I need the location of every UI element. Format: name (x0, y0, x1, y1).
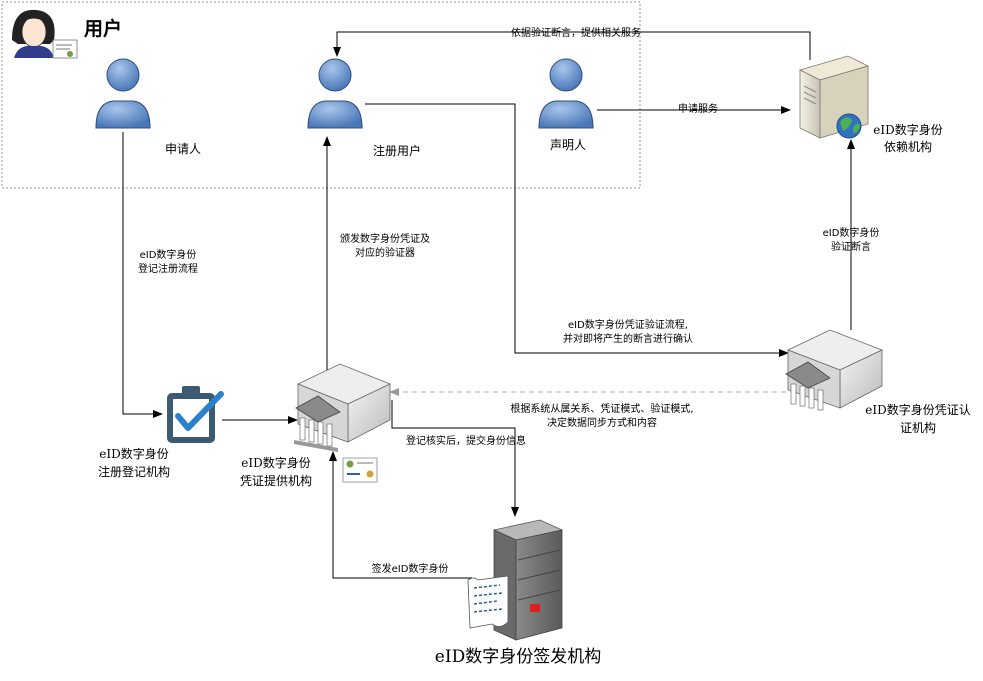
document-scroll-icon (467, 575, 509, 629)
auth-center-building-icon (785, 329, 884, 411)
verification-flow-label-2: 并对即将产生的断言进行确认 (563, 332, 693, 345)
user-avatar-icon (12, 9, 78, 59)
relying-party-label-1: eID数字身份 (873, 122, 942, 137)
registration-label-1: eID数字身份 (99, 446, 168, 461)
sync-policy-label-1: 根据系统从属关系、凭证模式、验证模式, (510, 402, 693, 415)
credential-provider-label-2: 凭证提供机构 (240, 473, 312, 488)
verify-assertion-label-1: eID数字身份 (823, 226, 880, 239)
credential-provider-building-icon (294, 363, 391, 452)
claimant-icon (538, 58, 594, 129)
request-service-label: 申请服务 (678, 102, 718, 115)
relying-party-server-icon (798, 55, 870, 139)
user-group-title: 用户 (84, 17, 122, 40)
relying-party-label-2: 依赖机构 (884, 139, 932, 154)
verification-flow-label-1: eID数字身份凭证验证流程, (568, 318, 688, 331)
provide-service-label: 依据验证断言，提供相关服务 (511, 26, 641, 39)
registration-flow-label-2: 登记注册流程 (138, 262, 198, 275)
edge-verification-flow (365, 103, 789, 357)
registered-user-label: 注册用户 (373, 143, 421, 158)
clipboard-check-icon (167, 386, 224, 443)
applicant-icon (95, 58, 151, 129)
edge-issue-eid (329, 451, 472, 579)
claimant-label: 声明人 (550, 138, 586, 152)
issue-credential-label-2: 对应的验证器 (355, 246, 415, 259)
auth-center-label-2: 证机构 (900, 420, 936, 435)
edge-registration-flow (122, 132, 163, 418)
issuer-label: eID数字身份签发机构 (435, 647, 601, 667)
verify-assertion-label-2: 验证断言 (831, 240, 871, 253)
auth-center-label-1: eID数字身份凭证认 (865, 402, 970, 417)
registration-flow-label-1: eID数字身份 (140, 248, 197, 261)
registered-user-icon (307, 58, 363, 129)
applicant-label: 申请人 (165, 142, 201, 156)
sync-policy-label-2: 决定数据同步方式和内容 (547, 416, 657, 429)
issue-credential-label-1: 颁发数字身份凭证及 (340, 232, 430, 245)
edge-submit-identity (391, 400, 519, 517)
certificate-icon (342, 457, 378, 483)
registration-label-2: 注册登记机构 (98, 464, 170, 479)
submit-identity-label: 登记核实后，提交身份信息 (406, 434, 526, 447)
credential-provider-label-1: eID数字身份 (241, 455, 310, 470)
edge-provide-service (333, 31, 811, 60)
issue-eid-label: 签发eID数字身份 (372, 562, 449, 575)
